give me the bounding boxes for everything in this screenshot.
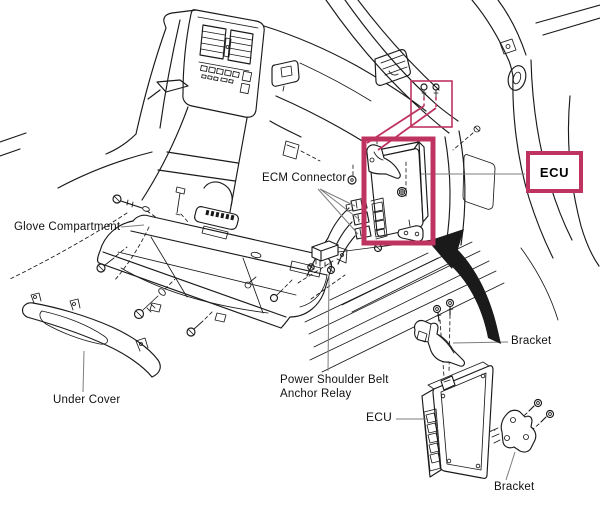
highlight-boxes (361, 80, 453, 246)
ecu-in-dash-drawing (366, 135, 429, 253)
relay-drawing (311, 240, 348, 275)
leader-lines (82, 173, 525, 481)
ecu-callout-box: ECU (526, 151, 583, 193)
label-under-cover: Under Cover (53, 394, 121, 406)
label-bracket-upper: Bracket (511, 335, 552, 347)
ecu-callout-text: ECU (539, 164, 570, 180)
stack-buttons (200, 65, 253, 95)
bolt-highlight-box (410, 80, 453, 128)
label-ecm-connector: ECM Connector (262, 172, 347, 184)
dashboard-drawing (0, 0, 600, 267)
glove-compartment-drawing (9, 181, 346, 337)
ecu-exploded-drawing (413, 298, 555, 479)
label-bracket-lower: Bracket (494, 481, 535, 493)
label-ecu-part: ECU (366, 410, 392, 424)
label-relay-line1: Power Shoulder Belt (280, 374, 389, 386)
ecm-connector-drawing (306, 164, 372, 277)
under-cover-drawing (21, 292, 161, 378)
glove-screws (96, 246, 293, 337)
label-relay-line2: Anchor Relay (280, 388, 352, 400)
ecu-highlight-box (361, 136, 436, 246)
connector-pins (205, 209, 235, 221)
direction-arrow (428, 229, 501, 344)
label-glove-compartment: Glove Compartment (14, 221, 121, 233)
